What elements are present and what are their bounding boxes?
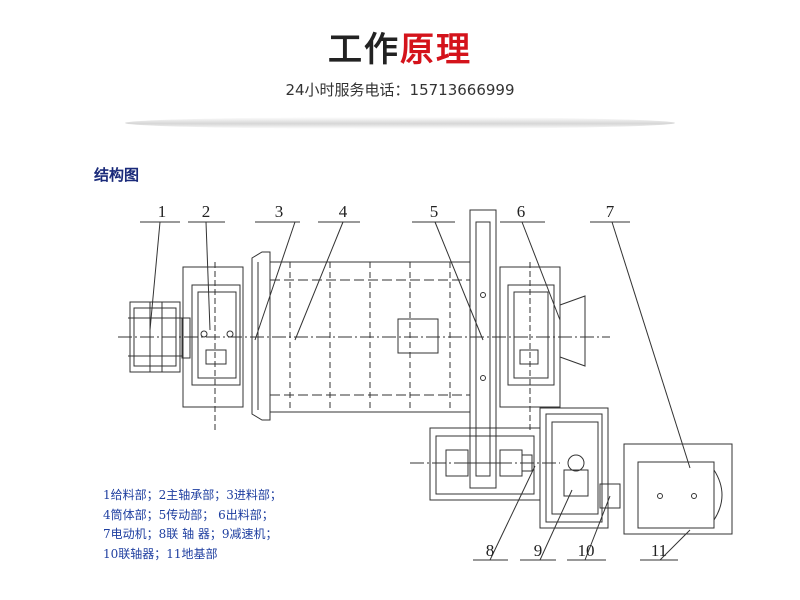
page-title-red: 原理 — [400, 30, 472, 70]
callout-2: 2 — [202, 202, 211, 221]
callout-10: 10 — [578, 541, 595, 560]
discharge-part — [499, 262, 586, 430]
callout-5: 5 — [430, 202, 439, 221]
legend-line: 10联轴器；11地基部 — [103, 546, 218, 561]
legend-line: 7电动机；8联 轴 器；9减速机； — [103, 527, 278, 541]
cylinder — [269, 261, 471, 413]
feed-part — [128, 301, 191, 373]
callout-3: 3 — [275, 202, 284, 221]
callout-4: 4 — [339, 202, 348, 221]
section-title: 结构图 — [94, 166, 140, 184]
reducer — [551, 421, 599, 515]
header-divider — [125, 117, 675, 129]
service-hotline: 24小时服务电话：15713666999 — [285, 81, 515, 99]
foundation — [429, 407, 733, 535]
parts-legend: 1给料部；2主轴承部；3进料部； 4筒体部；5传动部； 6出料部； 7电动机；8… — [103, 486, 282, 564]
callout-1: 1 — [158, 202, 167, 221]
coupling-10 — [599, 483, 621, 509]
callout-leaders — [140, 221, 691, 561]
page-title-dark: 工作 — [328, 30, 400, 70]
callout-9: 9 — [534, 541, 543, 560]
callout-6: 6 — [517, 202, 526, 221]
transmission-gear — [469, 209, 497, 489]
motor — [637, 461, 723, 529]
callout-8: 8 — [486, 541, 495, 560]
main-bearing-left — [182, 262, 244, 430]
callout-7: 7 — [606, 202, 615, 221]
callout-11: 11 — [651, 541, 667, 560]
page-title: 工作原理 — [0, 28, 800, 72]
feed-flange — [251, 251, 271, 421]
legend-line: 4筒体部；5传动部； 6出料部； — [103, 507, 274, 522]
coupling-8 — [445, 449, 533, 477]
legend-line: 1给料部；2主轴承部；3进料部； — [103, 488, 282, 502]
